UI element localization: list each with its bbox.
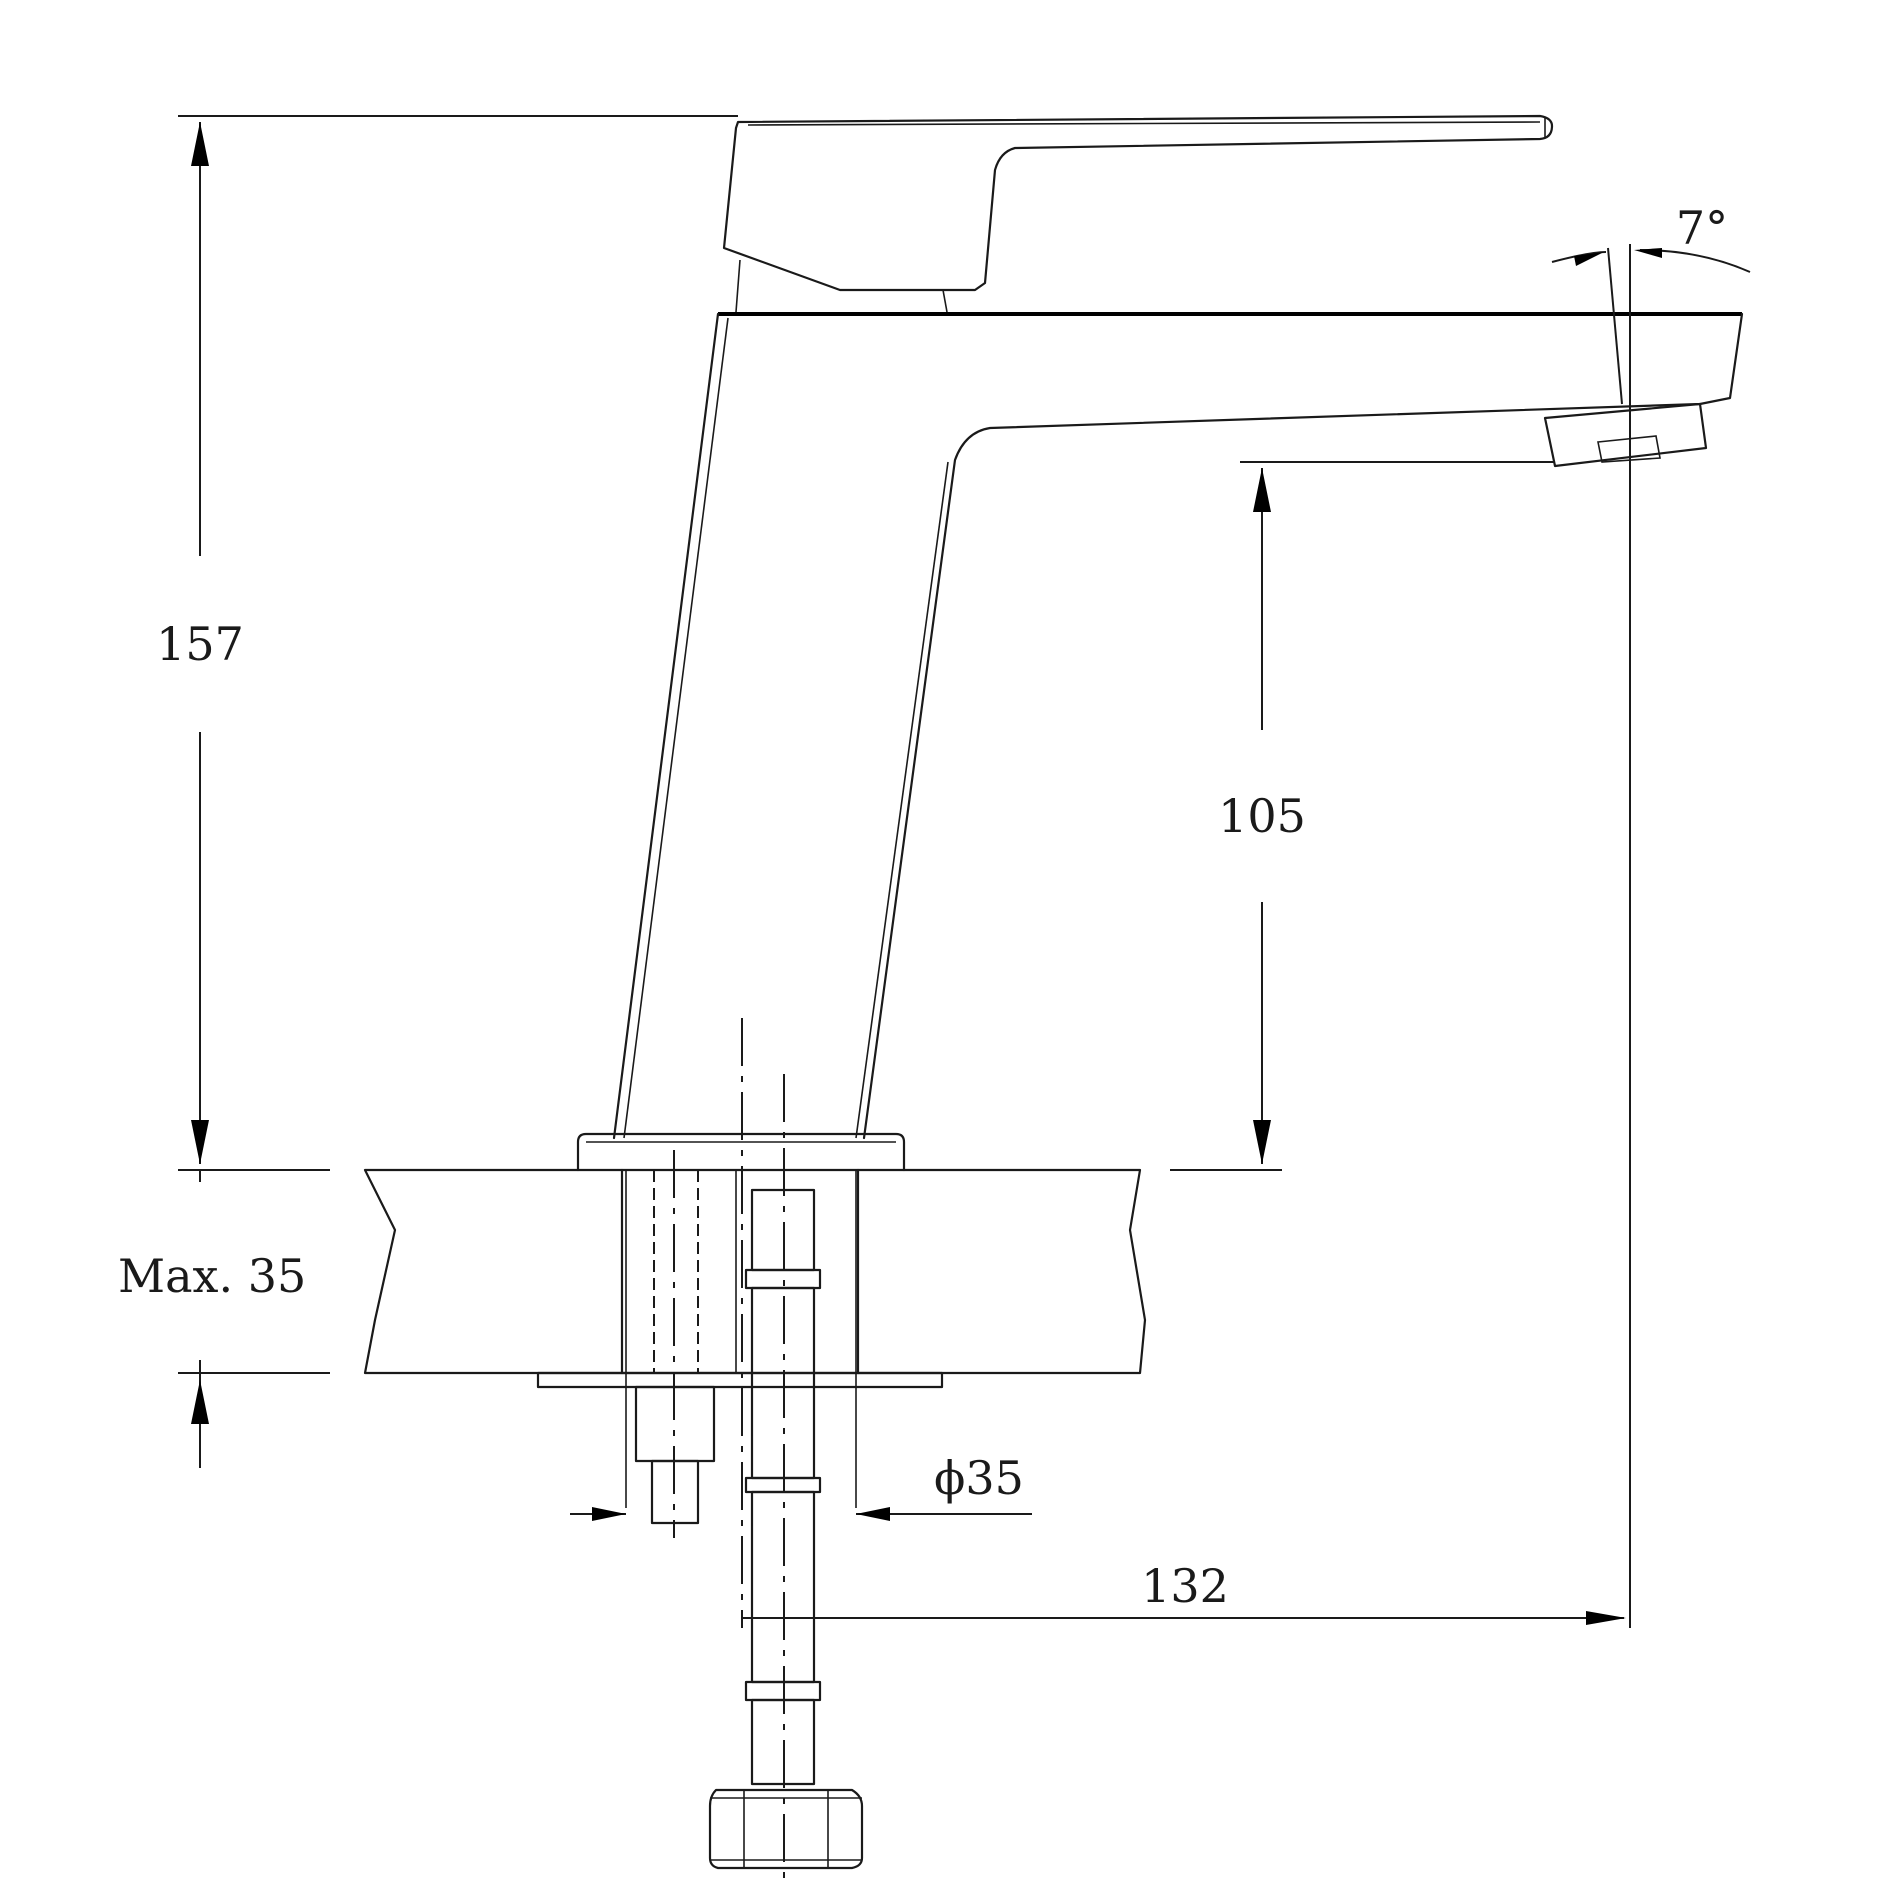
overall-height-label: 157: [156, 617, 244, 671]
dimension-overall-height: [178, 115, 738, 1171]
mounting-hardware: [536, 1018, 944, 1878]
spout-reach-label: 132: [1141, 1559, 1229, 1613]
dimension-deck-thickness: [178, 1170, 330, 1468]
hole-diameter-label: ϕ35: [934, 1451, 1024, 1505]
deck-thickness-label: Max. 35: [118, 1249, 306, 1303]
dimension-hole-diameter: [570, 1507, 1032, 1521]
faucet-body: [576, 312, 1744, 1172]
dimension-spout-angle: [1551, 247, 1751, 405]
dimension-spout-reach: [742, 244, 1631, 1628]
lever-handle: [722, 114, 1554, 313]
countertop-section: [363, 1168, 1147, 1375]
spout-height-label: 105: [1218, 789, 1306, 843]
dimension-spout-height: [1170, 461, 1555, 1171]
spout-angle-label: 7°: [1676, 201, 1728, 255]
